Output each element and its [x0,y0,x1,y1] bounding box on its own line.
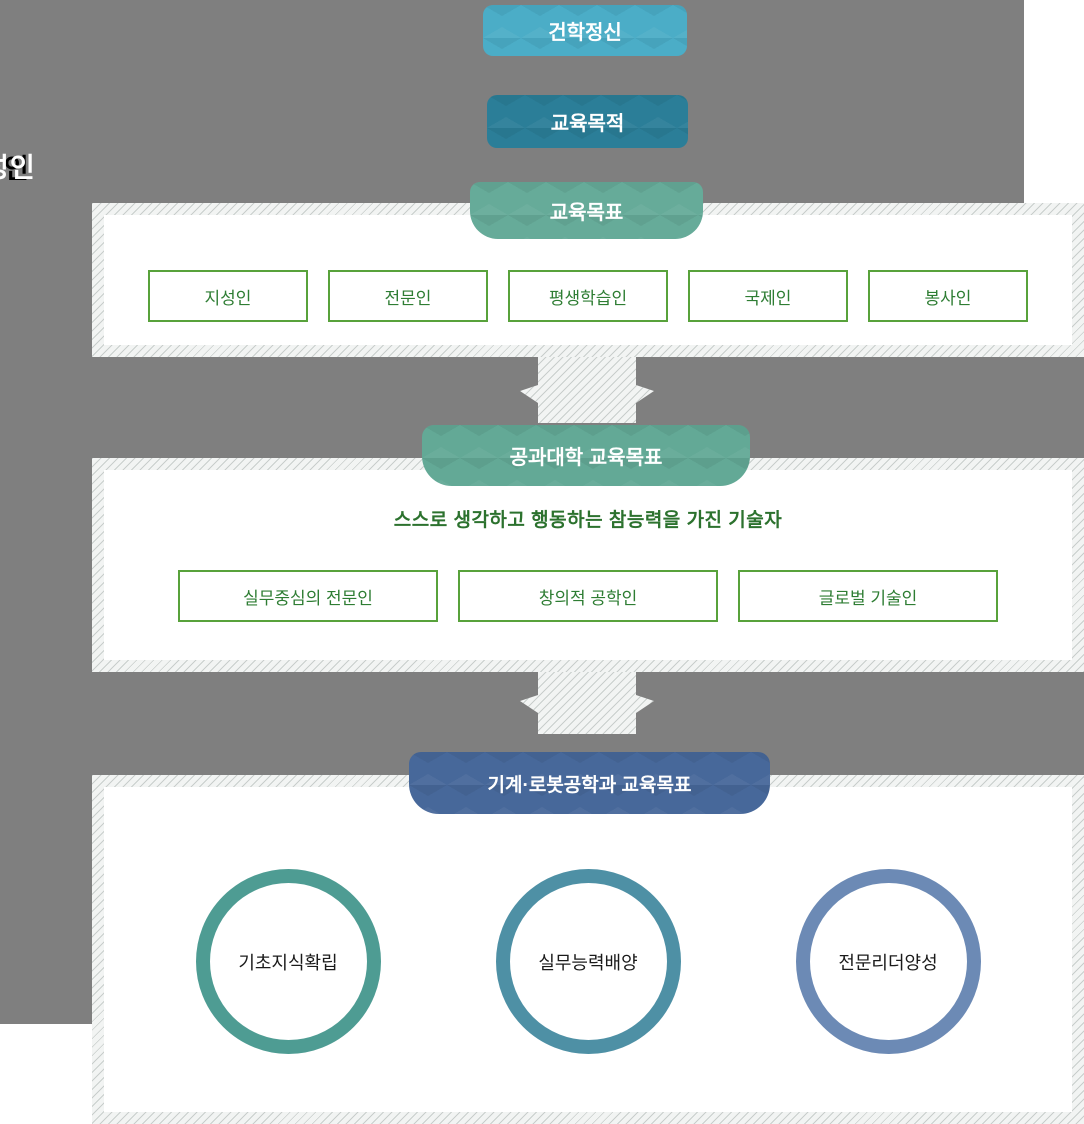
college-goals-label: 공과대학 교육목표 [509,447,663,469]
college-goal-box-practical-professional: 실무중심의 전문인 [178,570,438,622]
college-goals-panel [92,458,1084,672]
college-goals-badge: 공과대학 교육목표 [422,425,750,486]
circle-practical-ability: 실무능력배양 [495,869,681,1054]
goal-label: 글로벌 기술인 [818,588,918,608]
circle-label: 실무능력배양 [538,952,638,973]
goal-label: 지성인 [204,288,252,308]
education-goals-label: 교육목표 [549,202,624,224]
goal-box-lifelong-learner: 평생학습인 [508,270,668,322]
circle-label: 기초지식확립 [238,952,338,973]
college-goals-row: 실무중심의 전문인 창의적 공학인 글로벌 기술인 [92,570,1084,622]
goal-label: 국제인 [744,288,792,308]
circle-basic-knowledge: 기초지식확립 [195,869,381,1054]
department-goals-badge: 기계·로봇공학과 교육목표 [409,752,770,814]
education-purpose-label: 교육목적 [550,113,625,135]
founding-spirit-label: 건학정신 [548,22,622,44]
department-goals-circle-row: 기초지식확립 실무능력배양 전문리더양성 [92,869,1084,1054]
college-goal-box-global-engineer: 글로벌 기술인 [738,570,998,622]
goal-label: 실무중심의 전문인 [243,588,373,608]
college-goal-box-creative-engineer: 창의적 공학인 [458,570,718,622]
circle-label: 전문리더양성 [838,952,938,973]
down-arrow-icon [520,357,654,423]
goal-box-volunteer: 봉사인 [868,270,1028,322]
goal-box-professional: 전문인 [328,270,488,322]
education-purpose-badge: 교육목적 [487,95,688,148]
education-goals-badge: 교육목표 [470,182,703,239]
down-arrow-icon [520,672,654,734]
goal-label: 전문인 [384,288,432,308]
goal-label: 봉사인 [924,288,972,308]
founding-spirit-badge: 건학정신 [483,5,687,56]
university-goals-row: 지성인 전문인 평생학습인 국제인 봉사인 [92,270,1084,322]
goal-label: 평생학습인 [548,288,628,308]
goal-box-global-citizen: 국제인 [688,270,848,322]
clipped-edge-text: 성인 [0,153,36,183]
goal-label: 창의적 공학인 [538,588,638,608]
circle-professional-leadership: 전문리더양성 [795,869,981,1054]
college-goals-panel-inner [104,470,1072,660]
college-goals-subtitle: 스스로 생각하고 행동하는 참능력을 가진 기술자 [393,510,783,531]
goal-box-intellectual: 지성인 [148,270,308,322]
department-goals-label: 기계·로봇공학과 교육목표 [487,774,692,796]
